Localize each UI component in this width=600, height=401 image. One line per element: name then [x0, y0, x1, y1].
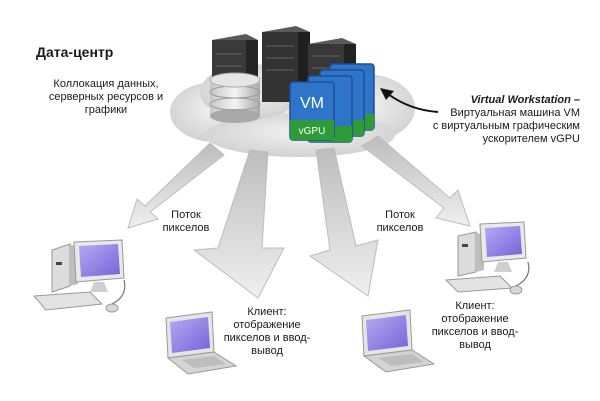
desktop-pc-icon [32, 239, 126, 313]
vm-label: VM [300, 95, 324, 112]
client-line: пикселов и ввод- [223, 332, 311, 344]
pixel-flow-line: Поток [385, 209, 415, 221]
vm-card: VM vGPU [289, 81, 335, 141]
datacenter-description-line: графики [84, 104, 128, 116]
vgpu-label: vGPU [299, 126, 326, 137]
client-line: Клиент: [247, 306, 287, 318]
pixel-flow-label-right: Поток пикселов [360, 209, 440, 235]
client-line: Клиент: [455, 300, 495, 312]
client-line: вывод [459, 339, 491, 351]
pixel-flow-label-left: Поток пикселов [146, 209, 226, 235]
virtual-workstation-line: ускорителем vGPU [482, 133, 580, 145]
datacenter-description: Коллокация данных, серверных ресурсов и … [36, 78, 176, 117]
pixel-stream-arrow [127, 142, 225, 229]
client-label-right: Клиент: отображение пикселов и ввод- выв… [420, 300, 530, 352]
pixel-stream-arrow [361, 135, 471, 227]
laptop-icon [361, 309, 436, 373]
datacenter-title: Дата-центр [36, 44, 114, 60]
database-icon [209, 72, 261, 123]
pixel-flow-line: пикселов [376, 222, 424, 234]
callout-arrow [380, 88, 439, 113]
virtual-workstation-title: Virtual Workstation – [470, 94, 580, 106]
desktop-pc-icon [444, 221, 530, 295]
virtual-workstation-description: Виртуальная машина VM с виртуальным граф… [410, 107, 580, 146]
datacenter-description-line: Коллокация данных, [53, 78, 159, 90]
datacenter-description-line: серверных ресурсов и [48, 91, 164, 103]
client-line: отображение [233, 319, 301, 331]
pixel-stream-arrow [308, 147, 379, 297]
pixel-stream-arrow [192, 149, 285, 299]
pixel-flow-line: пикселов [162, 222, 210, 234]
client-label-left: Клиент: отображение пикселов и ввод- выв… [212, 306, 322, 358]
server-rack-icon [262, 26, 310, 102]
client-line: пикселов и ввод- [431, 326, 519, 338]
client-line: вывод [251, 345, 283, 357]
client-line: отображение [441, 313, 509, 325]
virtual-workstation-line: с виртуальным графическим [432, 120, 580, 132]
laptop-icon [165, 311, 238, 375]
virtual-workstation-line: Виртуальная машина VM [450, 107, 580, 119]
pixel-flow-line: Поток [171, 209, 201, 221]
vm-stack: VM vGPU [289, 63, 375, 143]
